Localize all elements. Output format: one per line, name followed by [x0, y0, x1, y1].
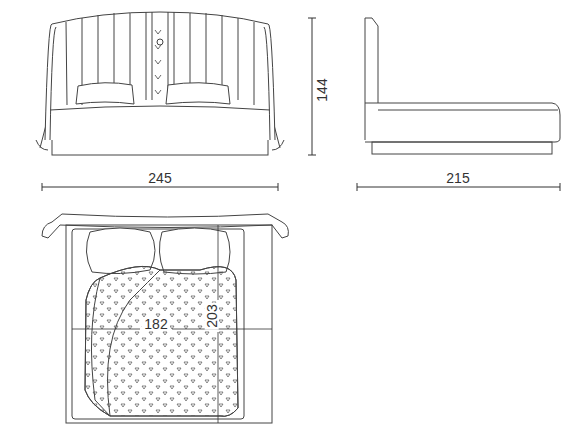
dimension-value: 245: [148, 171, 171, 185]
dimension-lines: [42, 18, 560, 191]
dimension-value: 215: [446, 171, 469, 185]
side-view: [365, 18, 560, 154]
top-view: [42, 214, 288, 423]
dimension-value: 203: [205, 302, 219, 329]
dimension-value: 144: [315, 78, 329, 101]
dimension-value: 182: [142, 317, 169, 331]
dimension-lines: [72, 225, 272, 423]
front-view: [36, 12, 284, 155]
